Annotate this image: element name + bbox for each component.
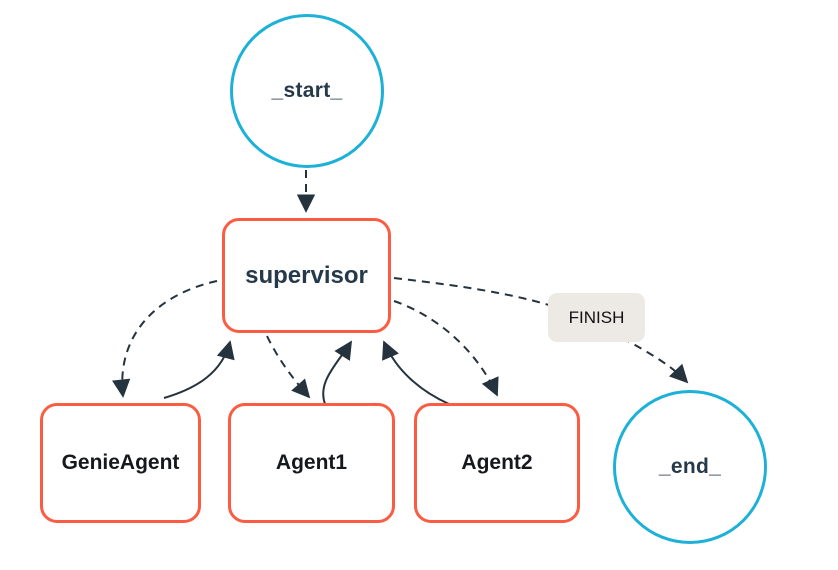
edge-agent2-to-supervisor bbox=[382, 340, 450, 405]
edge-supervisor-to-genieagent bbox=[112, 280, 218, 398]
node-agent1: Agent1 bbox=[228, 403, 395, 523]
node-agent1-label: Agent1 bbox=[275, 451, 348, 474]
edge-supervisor-to-agent1 bbox=[266, 335, 311, 399]
edge-agent1-to-supervisor bbox=[322, 340, 352, 405]
node-start-label: _start_ bbox=[271, 79, 343, 102]
edge-supervisor-to-agent2 bbox=[393, 300, 499, 397]
node-genieagent: GenieAgent bbox=[40, 403, 201, 523]
node-supervisor-label: supervisor bbox=[245, 261, 368, 289]
node-agent2: Agent2 bbox=[414, 403, 580, 523]
node-supervisor: supervisor bbox=[222, 218, 391, 333]
node-end-label: _end_ bbox=[658, 455, 722, 478]
node-agent2-label: Agent2 bbox=[461, 451, 533, 474]
node-start: _start_ bbox=[230, 14, 384, 168]
node-genieagent-label: GenieAgent bbox=[61, 451, 180, 474]
edge-label-finish: FINISH bbox=[548, 293, 645, 342]
edge-genieagent-to-supervisor bbox=[163, 340, 235, 399]
node-end: _end_ bbox=[613, 390, 767, 544]
